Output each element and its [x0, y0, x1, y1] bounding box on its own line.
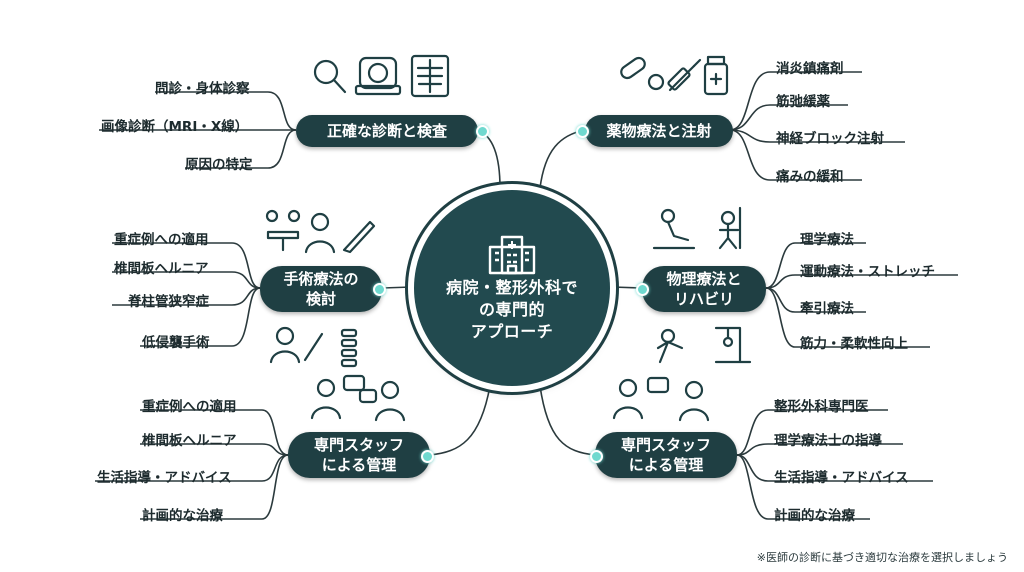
leaf-rehab-2: 運動療法・ストレッチ: [800, 264, 935, 280]
therapy-icon: [652, 208, 696, 250]
branch-staff-right-label-1: 専門スタッフ: [620, 436, 711, 454]
branch-medication-label: 薬物療法と注射: [606, 122, 712, 140]
branch-rehab: 物理療法と リハビリ: [642, 266, 766, 312]
leaf-rehab-1: 理学療法: [800, 232, 854, 248]
leaf-medication-4: 痛みの緩和: [776, 169, 844, 185]
connector-diagnosis: [477, 129, 501, 189]
leaf-staff-right-1: 整形外科専門医: [774, 399, 869, 415]
connector-medication: [539, 129, 586, 189]
spine-icon: [340, 328, 358, 368]
branch-staff-right: 専門スタッフ による管理: [595, 432, 737, 478]
syringe-icon: [667, 58, 702, 92]
stretch-icon: [656, 328, 684, 364]
branch-diagnosis: 正確な診断と検査: [296, 115, 478, 147]
connector-staff-right: [539, 385, 596, 456]
dot-staff-left: [421, 450, 434, 463]
leaf-medication-3: 神経ブロック注射: [776, 131, 884, 147]
center-title-line2: の専門的: [478, 300, 545, 319]
operating-room-icon: [265, 209, 301, 252]
staff-icon: [678, 380, 710, 422]
surgeon-mask-icon: [269, 326, 324, 364]
leaf-surgery-3: 脊柱管狭窄症: [128, 294, 209, 310]
leaf-staff-right-3: 生活指導・アドバイス: [774, 470, 909, 486]
leaf-surgery-4: 低侵襲手術: [142, 335, 210, 351]
exercise-icon: [718, 206, 742, 250]
leaf-staff-right-4: 計画的な治療: [774, 508, 855, 524]
branch-surgery-label-2: 検討: [305, 290, 336, 308]
branch-staff-left: 専門スタッフ による管理: [288, 432, 430, 478]
leaf-rehab-3: 牽引療法: [800, 301, 854, 317]
leaf-diagnosis-3: 原因の特定: [185, 157, 253, 173]
footnote: ※医師の診断に基づき適切な治療を選択しましょう: [756, 551, 1008, 564]
mri-scanner-icon: [354, 56, 402, 96]
leaf-staff-left-3: 生活指導・アドバイス: [97, 470, 232, 486]
leaf-staff-left-2: 椎間板ヘルニア: [142, 433, 237, 449]
traction-icon: [714, 326, 752, 364]
surgeon-icon: [304, 212, 336, 254]
leaf-medication-1: 消炎鎮痛剤: [776, 61, 844, 77]
dot-diagnosis: [476, 125, 489, 138]
leaf-staff-left-1: 重症例への適用: [142, 399, 237, 415]
scalpel-icon: [342, 220, 376, 254]
leaf-staff-left-4: 計画的な治療: [142, 508, 223, 524]
center-title-line3: アプローチ: [470, 322, 554, 341]
branch-staff-left-label-2: による管理: [321, 456, 397, 474]
leaf-staff-right-2: 理学療法士の指導: [774, 433, 882, 449]
leaf-surgery-1: 重症例への適用: [114, 232, 209, 248]
branch-rehab-label-2: リハビリ: [673, 290, 734, 308]
dot-medication: [576, 125, 589, 138]
xray-icon: [410, 54, 450, 98]
branch-staff-left-label-1: 専門スタッフ: [313, 436, 404, 454]
leaf-medication-2: 筋弛緩薬: [776, 94, 830, 110]
branch-surgery: 手術療法の 検討: [260, 266, 382, 312]
leaf-rehab-4: 筋力・柔軟性向上: [800, 336, 908, 352]
branch-staff-right-label-2: による管理: [628, 456, 704, 474]
connector-staff-left: [429, 385, 491, 456]
nurse-icon: [374, 380, 406, 422]
branch-surgery-label-1: 手術療法の: [283, 270, 359, 288]
leaf-diagnosis-1: 問診・身体診察: [155, 81, 250, 97]
dot-staff-right: [590, 450, 603, 463]
pills-icon: [620, 56, 665, 91]
dot-rehab: [636, 283, 649, 296]
connector-surgery: [381, 286, 413, 289]
leaf-surgery-2: 椎間板ヘルニア: [114, 261, 209, 277]
leaf-diagnosis-2: 画像診断（MRI・X線）: [101, 119, 249, 135]
branch-medication: 薬物療法と注射: [585, 115, 733, 147]
chat-icon-right: [646, 376, 670, 394]
center-hub: 病院・整形外科で の専門的 アプローチ: [414, 190, 610, 386]
chat-icon-left: [342, 374, 378, 404]
doctor-icon-left: [310, 378, 342, 420]
doctor-icon-right: [612, 378, 644, 420]
medicine-bottle-icon: [703, 55, 729, 96]
branch-diagnosis-label: 正確な診断と検査: [326, 122, 447, 140]
magnifier-icon: [313, 59, 347, 94]
branch-rehab-label-1: 物理療法と: [666, 270, 742, 288]
center-title-line1: 病院・整形外科で: [445, 278, 578, 297]
dot-surgery: [373, 283, 386, 296]
hospital-icon: [488, 235, 536, 275]
